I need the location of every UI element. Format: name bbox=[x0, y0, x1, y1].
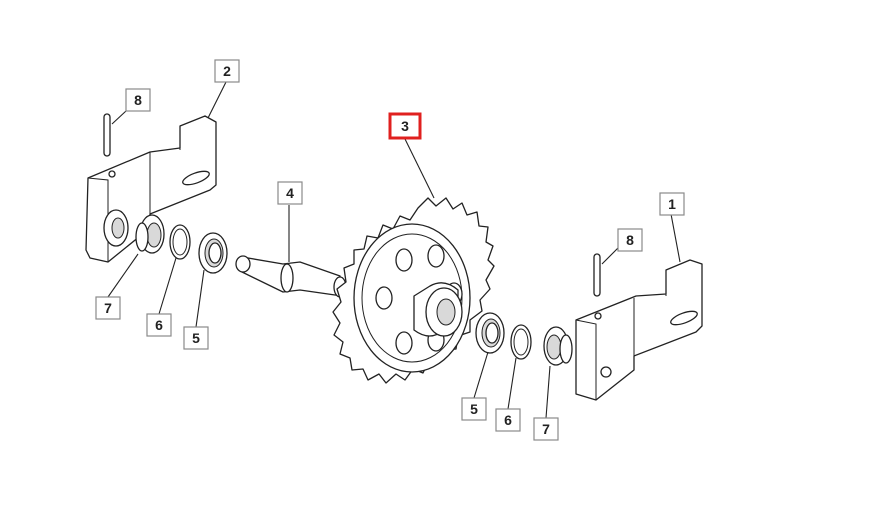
callout-5-right-label: 5 bbox=[470, 401, 478, 417]
callout-1-label: 1 bbox=[668, 196, 676, 212]
callout-3-highlighted[interactable]: 3 bbox=[388, 112, 422, 140]
left-bracket-part bbox=[85, 115, 217, 263]
right-bushing-part bbox=[543, 326, 573, 366]
shaft-part bbox=[235, 255, 347, 298]
callout-5-left-label: 5 bbox=[192, 330, 200, 346]
right-pin-part bbox=[593, 253, 601, 297]
callout-2[interactable]: 2 bbox=[214, 59, 240, 83]
callout-7-left[interactable]: 7 bbox=[95, 296, 121, 320]
left-bushing-part bbox=[135, 214, 165, 254]
callout-8-left-label: 8 bbox=[134, 92, 142, 108]
callout-7-right-label: 7 bbox=[542, 421, 550, 437]
callout-6-right[interactable]: 6 bbox=[495, 408, 521, 432]
left-pin-part bbox=[103, 113, 111, 157]
callout-1[interactable]: 1 bbox=[659, 192, 685, 216]
callout-3-label: 3 bbox=[401, 118, 409, 134]
callout-4[interactable]: 4 bbox=[277, 181, 303, 205]
callout-5-right[interactable]: 5 bbox=[461, 397, 487, 421]
callout-8-right-label: 8 bbox=[626, 232, 634, 248]
callout-6-left-label: 6 bbox=[155, 317, 163, 333]
left-circlip-part bbox=[169, 224, 191, 260]
callout-6-left[interactable]: 6 bbox=[146, 313, 172, 337]
callout-7-left-label: 7 bbox=[104, 300, 112, 316]
sprocket-part bbox=[332, 197, 495, 384]
callout-8-left[interactable]: 8 bbox=[125, 88, 151, 112]
leader-lines bbox=[107, 81, 681, 419]
callout-2-label: 2 bbox=[223, 63, 231, 79]
left-bearing-part bbox=[198, 232, 228, 274]
callout-8-right[interactable]: 8 bbox=[617, 228, 643, 252]
callout-7-right[interactable]: 7 bbox=[533, 417, 559, 441]
callout-6-right-label: 6 bbox=[504, 412, 512, 428]
right-bracket-part bbox=[575, 259, 703, 401]
right-bearing-part bbox=[475, 312, 505, 354]
callout-4-label: 4 bbox=[286, 185, 294, 201]
right-circlip-part bbox=[510, 324, 532, 360]
callout-5-left[interactable]: 5 bbox=[183, 326, 209, 350]
